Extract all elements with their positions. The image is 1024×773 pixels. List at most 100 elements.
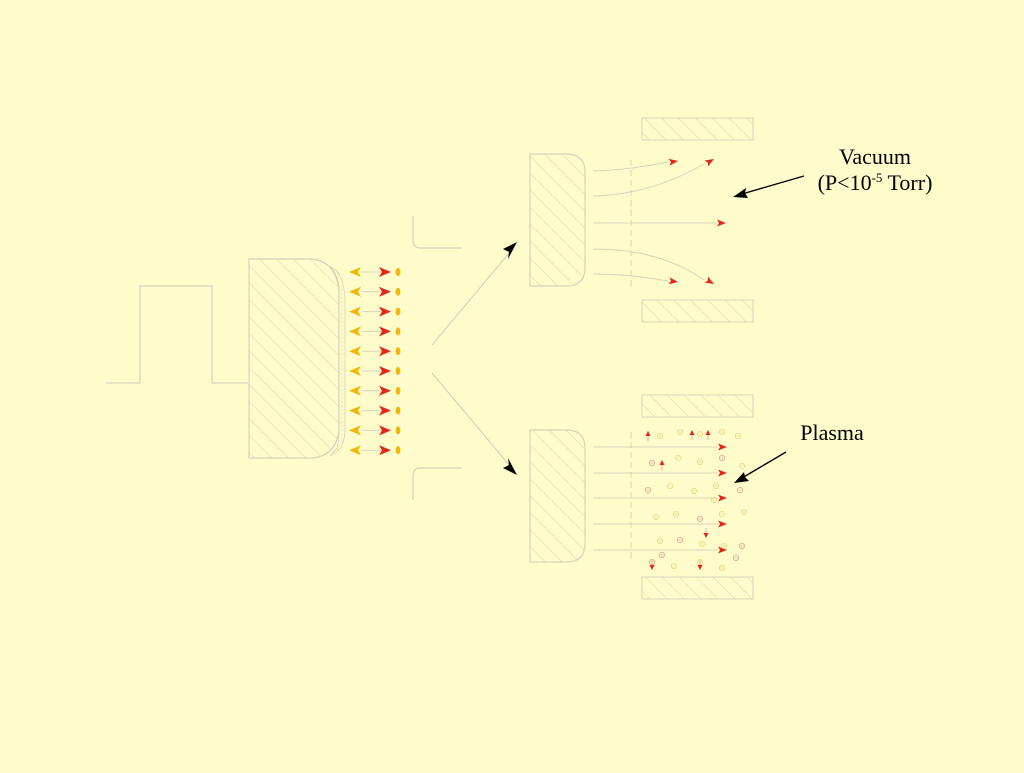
ion-drift-arrowhead [703,533,709,538]
plasma-ion-core [679,539,681,541]
vacuum-label-line1: Vacuum [838,144,912,169]
plasma-droplet [395,426,401,435]
plasma-ion [697,458,704,465]
plasma-droplet [395,287,401,296]
plasma-ion-core [739,489,741,491]
plasma-ion [645,486,652,493]
emission-arrows [349,267,401,456]
arrowhead-red [718,469,727,477]
arrowhead-red [717,219,726,227]
plasma-ion-core [693,490,695,492]
electron-arrow-right [379,286,391,297]
plasma-ion [697,516,704,523]
branch-line-up [431,251,511,346]
plasma-ion-core [659,435,661,437]
ion-arrow-left [349,425,361,436]
plasma-ion-core [673,565,675,567]
electron-path [592,273,669,282]
plasma-ion [735,432,742,439]
plasma-ion-core [699,518,701,520]
electron-arrow-right [379,405,391,416]
plasma-ion [667,482,674,489]
arrowhead-red [704,159,714,167]
electron-arrowhead [668,158,678,166]
plasma-ion-core [647,489,649,491]
plasma-ion-core [743,511,745,513]
vacuum-label-line2: (P<10-5 Torr) [817,170,933,195]
plasma-ion [677,428,684,435]
ion-drift-arrowhead [659,460,665,465]
plasma-ion-core [675,513,677,515]
plasma-ion-core [669,485,671,487]
ion-arrow-left [349,267,361,277]
arrowhead-red [668,277,678,285]
electron-arrowhead [668,277,678,285]
plasma-droplet [395,386,401,395]
electron-arrow-right [379,385,391,396]
plasma-ion [719,510,726,517]
plasma-ion-core [721,457,723,459]
arrowhead-red [704,276,714,284]
plasma-ion-core [741,545,743,547]
plasma-ion-core [713,499,715,501]
plasma-ion [677,537,684,544]
ion-drift-arrowhead [645,431,651,436]
plasma-ion-core [699,461,701,463]
arrow-pointer-icon [741,451,787,479]
ion-arrow-left [349,385,361,396]
cathode-surface-layer [329,265,346,457]
plasma-droplet [395,347,401,356]
arrowhead-icon [503,458,517,475]
cathode-left [248,258,340,459]
electrode-bracket-top [412,216,462,249]
plasma-ion [675,454,682,461]
ion-arrow-left [349,306,361,317]
plasma-ion-core [699,433,701,435]
arrowhead-red [718,520,727,528]
wall-bottom-lower [641,576,754,600]
plasma-ion [739,543,746,550]
wall-top-lower [641,299,754,323]
ion-drift-arrowhead [689,430,695,435]
arrowhead-red [718,546,727,554]
wall-top-upper [641,117,754,141]
plasma-ion [657,432,664,439]
plasma-particles [645,428,748,572]
ion-drift-arrowhead [649,565,655,570]
plasma-ion [741,508,748,515]
plasma-ion-core [701,543,703,545]
electron-path [592,161,669,172]
plasma-ion-core [659,540,661,542]
electrode-bracket-bottom [412,467,462,500]
plasma-ion [697,430,704,437]
plasma-ion [719,428,726,435]
ion-arrow-left [349,405,361,416]
cathode-bottom [530,430,585,562]
ion-arrow-left [349,366,361,376]
plasma-ion [649,459,656,466]
plasma-ion [671,563,678,570]
plasma-ion-core [715,485,717,487]
plasma-ion [719,454,726,461]
electron-arrow-right [379,366,391,376]
vacuum-scenario [529,117,754,323]
branch-line-down [431,372,511,467]
ion-arrow-left [349,445,361,456]
electron-arrow-right [379,267,391,277]
plasma-droplet [395,406,401,415]
plasma-droplet [395,367,401,375]
plasma-ion [673,510,680,517]
plasma-ion-core [741,465,743,467]
vacuum-electron-paths [592,158,726,285]
electron-arrow-right [379,425,391,436]
electron-path [592,248,705,281]
plasma-scenario [529,394,754,600]
plasma-ion [691,487,698,494]
plasma-ion [737,486,744,493]
plasma-ion [659,552,666,559]
electron-arrowhead [717,219,726,227]
arrow-pointer-icon [733,188,748,198]
arrowhead-red [718,443,727,451]
plasma-ion [711,496,718,503]
